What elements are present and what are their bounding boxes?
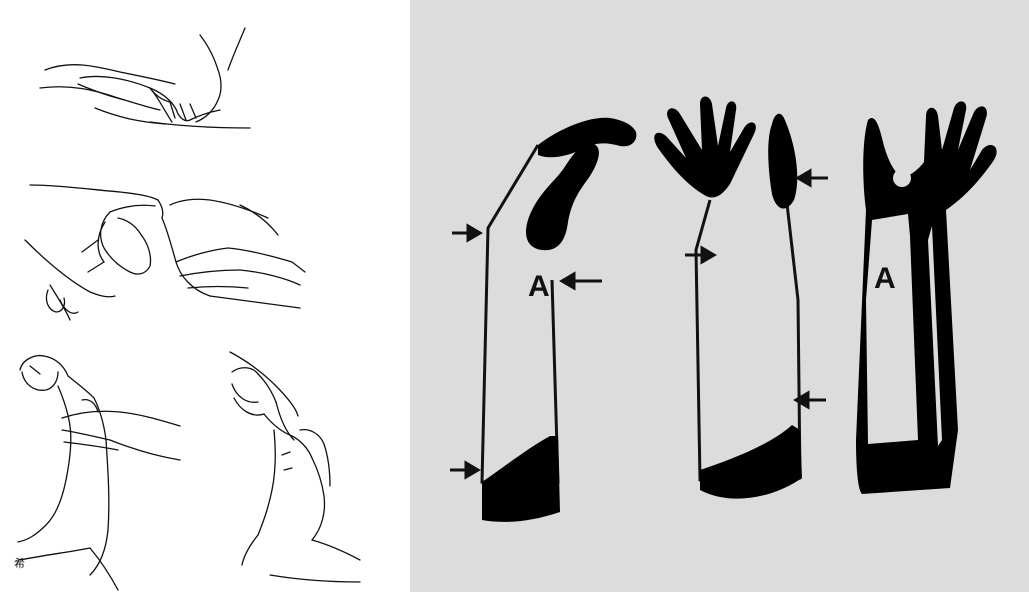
forearm-brace-diagram: A A (410, 0, 1029, 592)
figure-3-forearm-window (866, 214, 918, 444)
corner-mark: 希 (14, 556, 25, 570)
figure-3-label: A (874, 262, 896, 295)
brace-figures: A A (410, 0, 1029, 592)
line-drawings: 希 (0, 0, 410, 592)
drawing-grasp-top (40, 28, 250, 128)
figure-1-label: A (528, 270, 550, 303)
drawing-wrist-grip-left (18, 356, 180, 590)
figure-3-thumb-hole (893, 169, 911, 187)
drawing-fists-middle (25, 185, 305, 320)
drawing-wrist-grip-right (230, 352, 360, 582)
hand-examination-illustrations: 希 (0, 0, 410, 592)
